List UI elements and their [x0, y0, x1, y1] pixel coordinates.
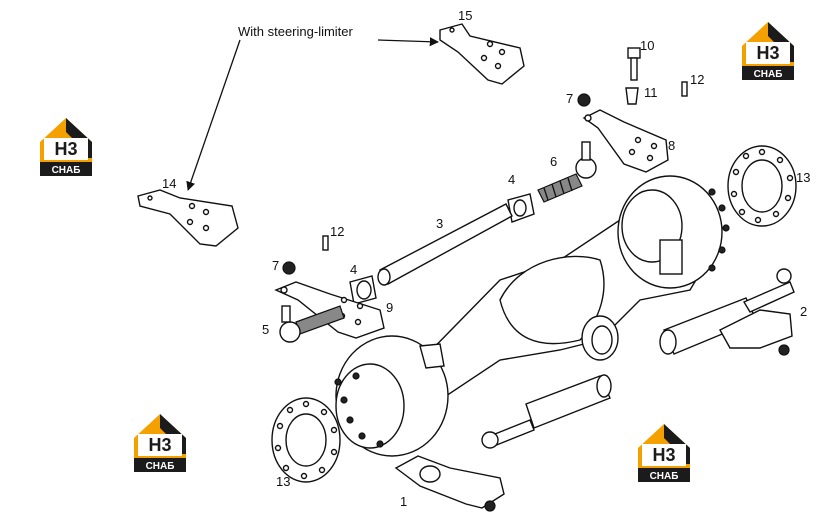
part-13-gasket-left	[271, 397, 341, 483]
part-8-steering-arm-upper	[582, 109, 669, 173]
left-wheel-hub	[334, 335, 449, 457]
part-11-bushing	[625, 87, 639, 105]
part-2-steering-cylinder	[659, 268, 795, 356]
label-4-lower: 4	[350, 262, 357, 277]
label-6: 6	[550, 154, 557, 169]
label-9: 9	[386, 300, 393, 315]
label-11: 11	[644, 85, 658, 100]
label-3: 3	[436, 216, 443, 231]
part-12-grease-nipple-upper	[681, 81, 688, 97]
caption-arrow-right	[377, 37, 439, 47]
logo-mark: H3	[652, 445, 675, 465]
part-6-tie-rod-end	[537, 141, 597, 203]
part-13-gasket-right	[727, 145, 797, 227]
logo-mark: H3	[148, 435, 171, 455]
part-7-nut-upper	[577, 93, 591, 107]
label-13-right: 13	[796, 170, 810, 185]
part-3-tie-rod	[377, 203, 513, 286]
label-5: 5	[262, 322, 269, 337]
label-14: 14	[162, 176, 176, 191]
watermark-logo-bottom-right: H3 СНАБ	[638, 424, 690, 482]
logo-mark: H3	[756, 43, 779, 63]
label-2: 2	[800, 304, 807, 319]
label-8: 8	[668, 138, 675, 153]
part-14-limiter-plate	[137, 189, 239, 247]
logo-mark: H3	[54, 139, 77, 159]
part-4-clamp-upper	[507, 193, 535, 223]
label-15: 15	[458, 8, 472, 23]
label-1: 1	[400, 494, 407, 509]
label-13-left: 13	[276, 474, 290, 489]
label-4-upper: 4	[508, 172, 515, 187]
label-12-lower: 12	[330, 224, 344, 239]
label-10: 10	[640, 38, 654, 53]
label-12-upper: 12	[690, 72, 704, 87]
watermark-logo-left: H3 СНАБ	[40, 118, 92, 176]
watermark-logo-bottom-left: H3 СНАБ	[134, 414, 186, 472]
label-7-upper: 7	[566, 91, 573, 106]
logo-text: СНАБ	[146, 461, 175, 472]
right-wheel-hub	[617, 175, 730, 289]
left-steering-cylinder	[481, 374, 612, 449]
steering-limiter-caption: With steering-limiter	[238, 24, 354, 39]
part-15-limiter-plate	[439, 23, 525, 85]
logo-text: СНАБ	[52, 165, 81, 176]
part-5-tie-rod-end	[279, 305, 345, 343]
label-7-lower: 7	[272, 258, 279, 273]
part-4-clamp-lower	[349, 275, 377, 305]
logo-text: СНАБ	[754, 69, 783, 80]
logo-text: СНАБ	[650, 471, 679, 482]
part-12-grease-nipple-lower	[322, 235, 329, 251]
watermark-logo-top-right: H3 СНАБ	[742, 22, 794, 80]
caption-arrow-left	[186, 39, 241, 191]
part-7-nut-lower	[282, 261, 296, 275]
part-10-bolt	[627, 47, 641, 81]
part-1-steering-arm	[394, 455, 505, 512]
